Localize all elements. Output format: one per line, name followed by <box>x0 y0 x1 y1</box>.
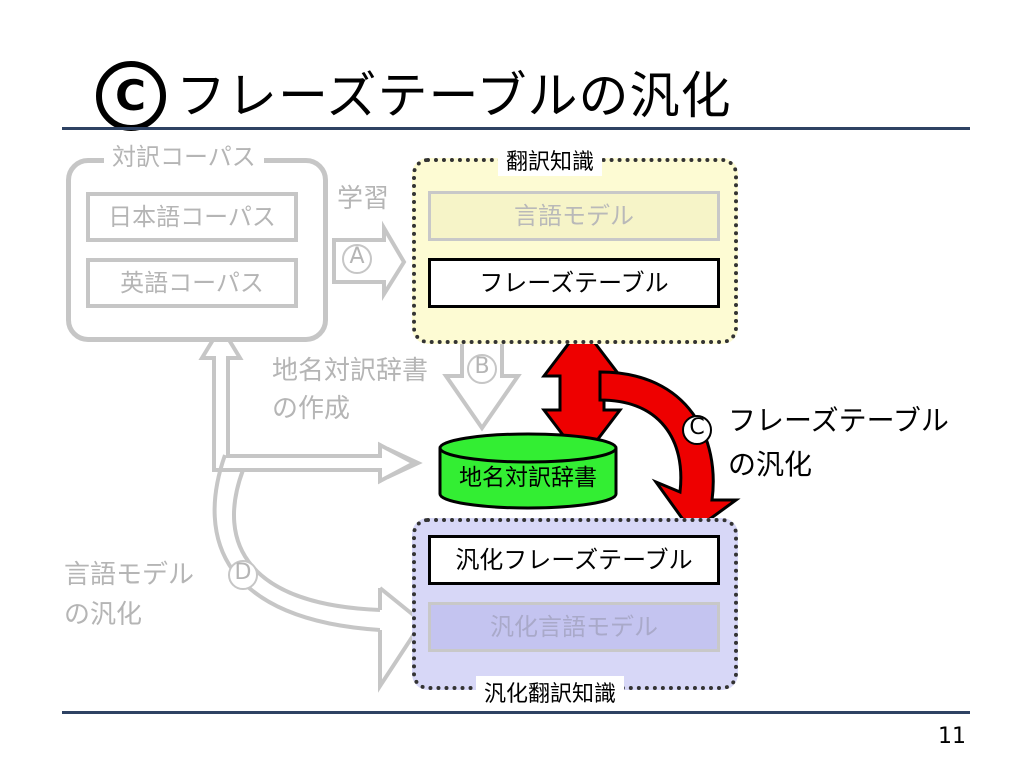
english-corpus-box: 英語コーパス <box>86 258 298 308</box>
dictionary-creation-line1: 地名対訳辞書 <box>272 356 429 386</box>
step-b-circle <box>467 354 497 384</box>
step-a-label: A <box>349 244 365 269</box>
parallel-corpus-label: 対訳コーパス <box>104 140 264 174</box>
phrase-table-generalization-line2: の汎化 <box>728 448 813 481</box>
step-c-circle <box>682 415 712 445</box>
page-number: 11 <box>938 724 966 749</box>
phrase-table-box: フレーズテーブル <box>428 258 720 308</box>
lm-generalization-line2: の汎化 <box>64 600 143 630</box>
dictionary-cylinder-top <box>438 432 618 464</box>
title-rule <box>62 127 970 130</box>
lm-generalization-arrowhead <box>378 586 425 693</box>
language-model-box: 言語モデル <box>428 191 720 241</box>
lm-generalization-curve-inner <box>232 469 381 612</box>
step-d-circle <box>228 560 258 590</box>
step-c-label: C <box>689 415 705 440</box>
translation-knowledge-group <box>412 158 738 344</box>
phrase-table-generalization-line1: フレーズテーブル <box>728 404 949 437</box>
dictionary-creation-line2: の作成 <box>272 394 351 424</box>
lm-generalization-line1: 言語モデル <box>64 560 195 590</box>
dictionary-label: 地名対訳辞書 <box>459 465 597 491</box>
generalized-knowledge-label: 汎化翻訳知識 <box>476 676 625 708</box>
red-curved-arrow <box>598 370 741 535</box>
step-a-circle <box>342 244 372 274</box>
footer-rule <box>62 711 970 714</box>
generalized-language-model-box: 汎化言語モデル <box>428 602 720 652</box>
dictionary-cylinder-body <box>438 448 618 510</box>
generalized-phrase-table-box: 汎化フレーズテーブル <box>428 535 720 585</box>
japanese-corpus-box: 日本語コーパス <box>86 192 298 242</box>
translation-knowledge-label: 翻訳知識 <box>498 144 603 176</box>
learning-label: 学習 <box>337 184 390 214</box>
parallel-corpus-group <box>66 158 328 342</box>
slide-title-text: フレーズテーブルの汎化 <box>176 67 732 125</box>
step-d-label: D <box>234 560 252 585</box>
step-b-label: B <box>474 354 490 379</box>
